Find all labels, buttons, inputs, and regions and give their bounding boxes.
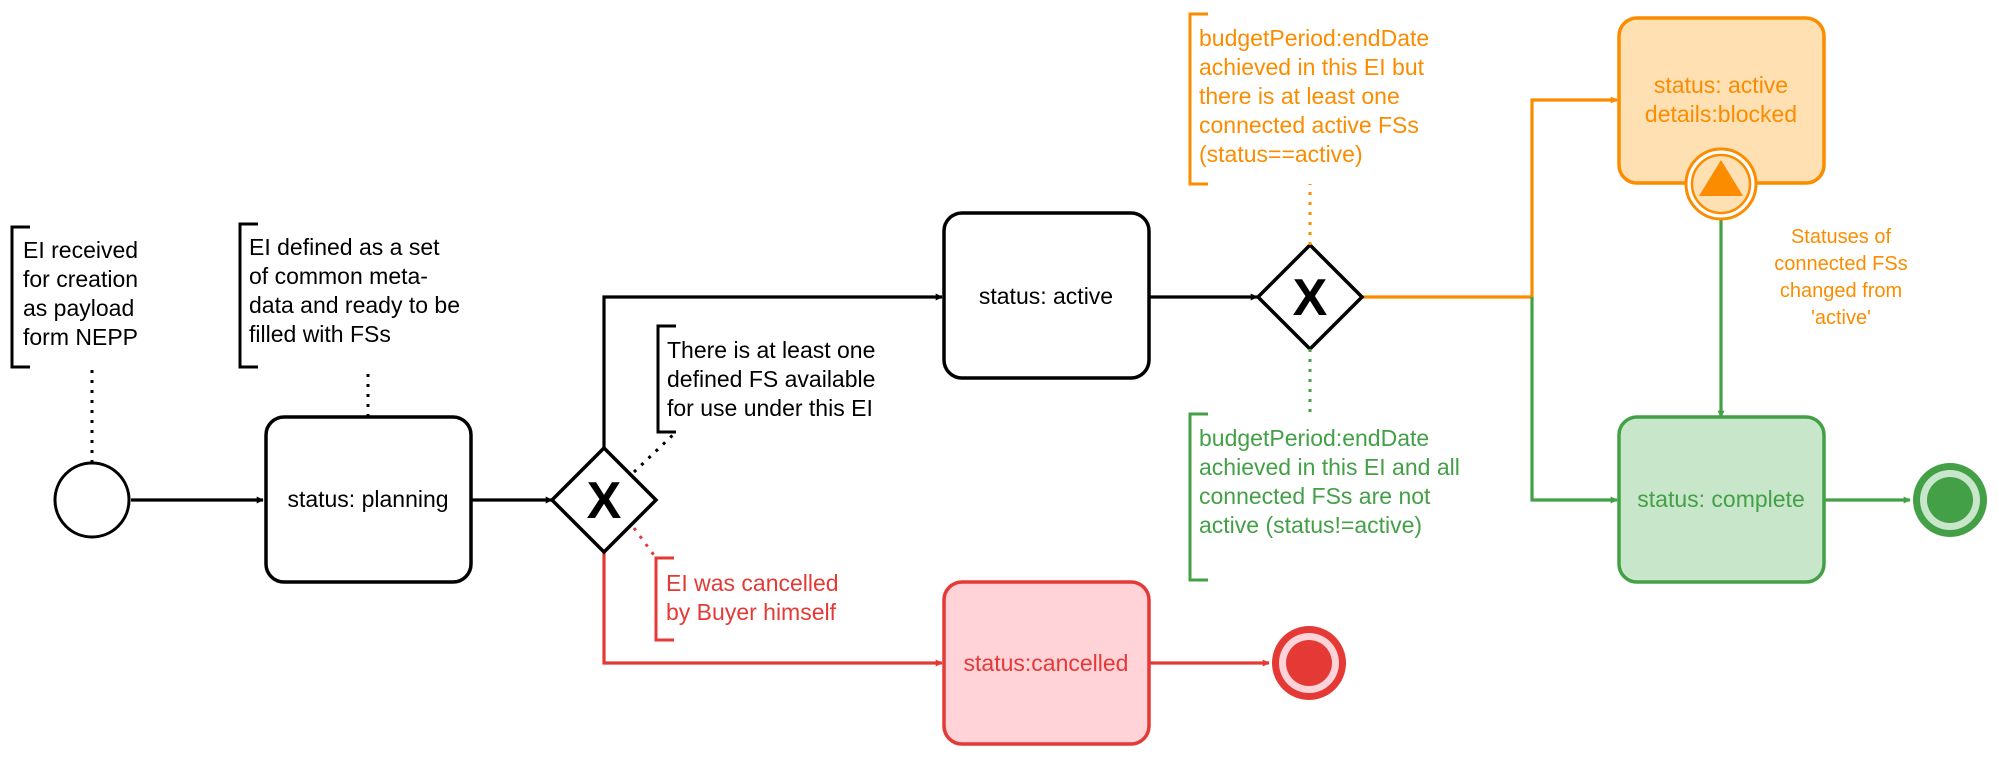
annotation-ei-defined-line: filled with FSs — [249, 321, 391, 347]
annotation-end-date-not-active-line: budgetPeriod:endDate — [1199, 425, 1429, 451]
annotation-ei-received-line: form NEPP — [23, 324, 138, 350]
label-statuses-changed: Statuses of connected FSs changed from '… — [1774, 226, 1907, 329]
start-event-icon[interactable] — [53, 461, 131, 539]
escalation-triangle-icon — [1699, 160, 1743, 196]
label-statuses-changed-line: Statuses of — [1791, 226, 1892, 248]
exclusive-gateway-1[interactable]: X — [549, 445, 659, 555]
flow-gateway-to-cancelled[interactable] — [602, 552, 943, 667]
end-event-cancelled-icon[interactable] — [1272, 626, 1346, 700]
task-active-label: status: active — [979, 283, 1113, 309]
task-complete[interactable]: status: complete — [1617, 415, 1826, 584]
annotation-cancelled-by-buyer: EI was cancelled by Buyer himself — [632, 527, 839, 642]
flow-gateway-to-active[interactable] — [602, 293, 943, 448]
annotation-fs-available-line: defined FS available — [667, 366, 875, 392]
task-cancelled-label: status:cancelled — [964, 650, 1129, 676]
gateway-2-marker: X — [1293, 269, 1328, 327]
annotation-end-date-not-active-line: active (status!=active) — [1199, 512, 1422, 538]
task-planning-label: status: planning — [287, 486, 448, 512]
exclusive-gateway-2[interactable]: X — [1255, 242, 1365, 352]
annotation-end-date-active-line: (status==active) — [1199, 141, 1363, 167]
annotation-ei-received-line: EI received — [23, 237, 138, 263]
annotation-ei-defined-line: EI defined as a set — [249, 234, 440, 260]
task-active[interactable]: status: active — [942, 211, 1151, 380]
annotation-cancelled-line: EI was cancelled — [666, 570, 839, 596]
annotation-ei-received-line: as payload — [23, 295, 134, 321]
flow-gateway2-to-complete[interactable] — [1530, 297, 1618, 504]
annotation-end-date-active: budgetPeriod:endDate achieved in this EI… — [1188, 12, 1429, 245]
annotation-cancelled-line: by Buyer himself — [666, 599, 837, 625]
flow-gateway2-to-blocked[interactable] — [1362, 96, 1618, 299]
annotation-end-date-not-active-line: connected FSs are not — [1199, 483, 1431, 509]
sequence-flows — [131, 96, 1911, 667]
annotation-fs-available-line: for use under this EI — [667, 395, 873, 421]
annotation-ei-defined: EI defined as a set of common meta- data… — [238, 222, 460, 417]
label-statuses-changed-line: 'active' — [1811, 307, 1871, 329]
gateway-1-marker: X — [587, 472, 622, 530]
annotation-end-date-not-active-line: achieved in this EI and all — [1199, 454, 1460, 480]
annotation-ei-received: EI received for creation as payload form… — [10, 225, 138, 463]
task-planning[interactable]: status: planning — [264, 415, 473, 584]
escalation-boundary-event[interactable] — [1684, 147, 1758, 221]
annotation-fs-available-line: There is at least one — [667, 337, 875, 363]
annotation-end-date-active-line: there is at least one — [1199, 83, 1400, 109]
label-statuses-changed-line: changed from — [1780, 280, 1902, 302]
label-statuses-changed-line: connected FSs — [1774, 253, 1907, 275]
task-blocked-label-line1: status: active — [1654, 72, 1788, 98]
annotation-ei-defined-line: of common meta- — [249, 263, 428, 289]
annotation-end-date-active-line: connected active FSs — [1199, 112, 1419, 138]
annotation-end-date-active-line: budgetPeriod:endDate — [1199, 25, 1429, 51]
task-complete-label: status: complete — [1637, 486, 1804, 512]
annotation-fs-available: There is at least one defined FS availab… — [632, 324, 875, 474]
annotation-ei-defined-line: data and ready to be — [249, 292, 460, 318]
annotation-end-date-active-line: achieved in this EI but — [1199, 54, 1425, 80]
annotation-ei-received-line: for creation — [23, 266, 138, 292]
task-cancelled[interactable]: status:cancelled — [942, 580, 1151, 746]
end-event-complete-icon[interactable] — [1913, 463, 1987, 537]
annotation-end-date-not-active: budgetPeriod:endDate achieved in this EI… — [1188, 349, 1460, 582]
task-blocked-label-line2: details:blocked — [1645, 101, 1797, 127]
